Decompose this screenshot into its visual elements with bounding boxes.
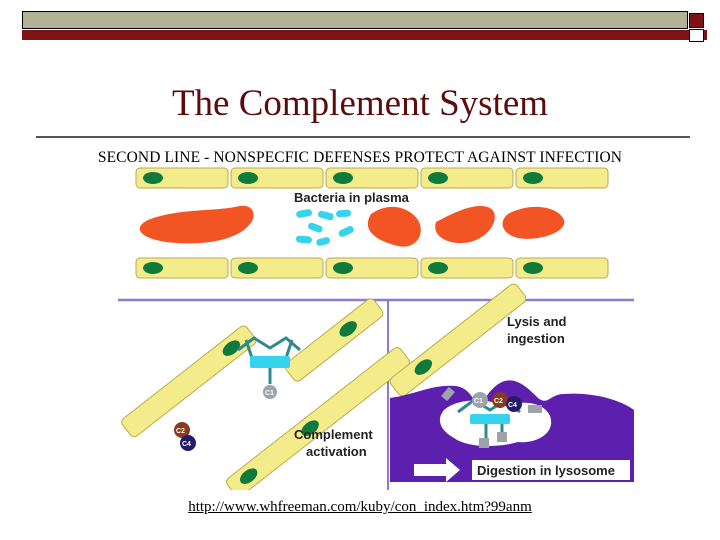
c4-label: C4	[182, 441, 191, 448]
c4-molecule-right	[506, 396, 522, 412]
c4-label-right: C4	[508, 402, 517, 409]
page-subtitle: SECOND LINE - NONSPECFIC DEFENSES PROTEC…	[97, 149, 623, 166]
red-blood-cells	[139, 205, 565, 247]
diagonal-endothelium-left	[121, 298, 410, 490]
digestion-label-box	[472, 460, 630, 480]
source-link[interactable]: http://www.whfreeman.com/kuby/con_index.…	[188, 499, 532, 515]
header-bar-olive	[22, 11, 688, 29]
complement-label-line2: activation	[306, 444, 367, 459]
c2-label: C2	[176, 428, 185, 435]
c2-molecule-right	[492, 392, 508, 408]
complement-diagram: Bacteria in plasma	[118, 167, 634, 490]
digestion-label: Digestion in lysosome	[477, 463, 615, 478]
top-endothelium	[135, 167, 609, 189]
c4-molecule	[180, 435, 196, 451]
c1-label-left: C1	[265, 390, 274, 397]
c1-molecule-right	[472, 392, 488, 408]
complement-complex-left	[237, 336, 301, 399]
bacteria-label: Bacteria in plasma	[294, 190, 410, 205]
bottom-endothelium	[135, 257, 609, 279]
corner-square-red	[689, 13, 704, 28]
page-title: The Complement System	[171, 83, 549, 124]
complement-label-line1: Complement	[294, 427, 373, 442]
c2-molecule	[174, 422, 190, 438]
corner-square-white	[689, 29, 704, 42]
lysis-label-line2: ingestion	[507, 331, 565, 346]
diagonal-endothelium-right	[389, 283, 527, 397]
arrow-icon	[414, 458, 460, 482]
lysis-label-line1: Lysis and	[507, 314, 567, 329]
header-bar-red	[22, 30, 707, 40]
c1-label-right: C1	[474, 398, 483, 405]
c2-label-right: C2	[494, 398, 503, 405]
title-divider	[36, 136, 690, 138]
bacteria	[295, 209, 354, 246]
